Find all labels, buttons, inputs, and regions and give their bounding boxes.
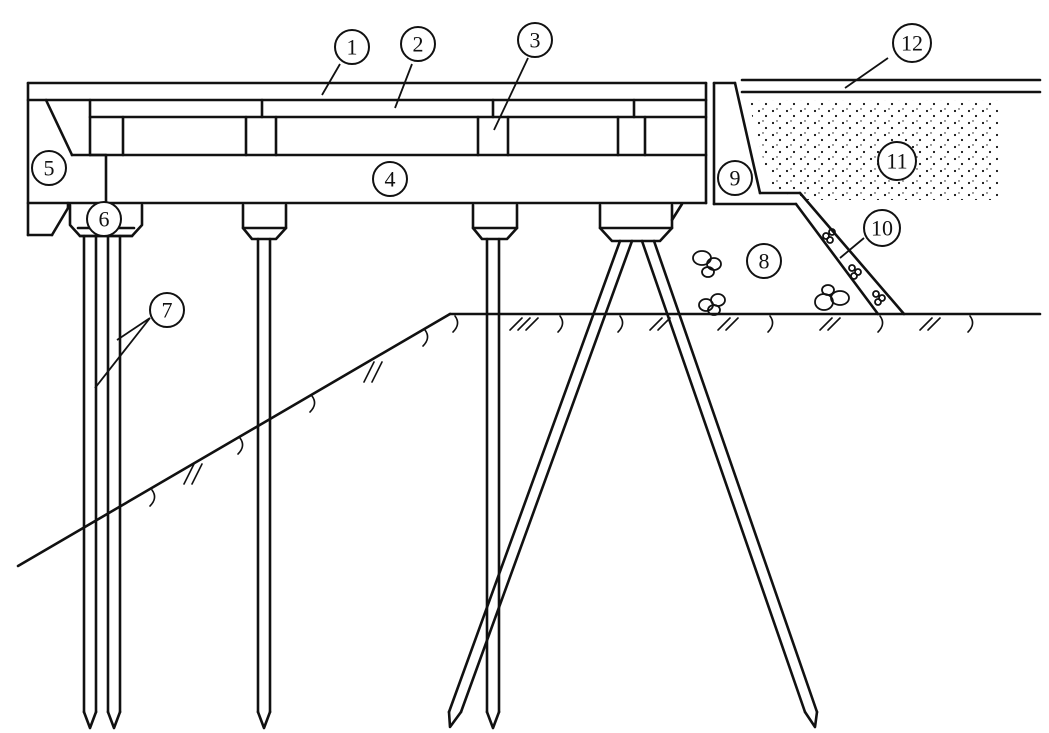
pile-caps [68,203,674,243]
seabed-line [16,312,1042,568]
backfill-ground-surface [740,78,1042,94]
callout-12: 12 [892,23,932,63]
callout-label-2: 2 [413,32,424,57]
callout-1: 1 [334,29,370,65]
callout-label-6: 6 [99,207,110,232]
callout-label-3: 3 [530,28,541,53]
transverse-blocks [88,115,708,157]
callout-label-8: 8 [759,249,770,274]
deck-slab [26,81,708,102]
callout-6: 6 [86,201,122,237]
callout-2: 2 [400,26,436,62]
callout-label-9: 9 [730,166,741,191]
callout-10: 10 [863,209,901,247]
callout-11: 11 [877,141,917,181]
vertical-piles [82,234,501,730]
callout-label-4: 4 [385,167,396,192]
callout-3: 3 [517,22,553,58]
callout-9: 9 [717,160,753,196]
pile-cap-beam [26,81,708,205]
callout-5: 5 [31,150,67,186]
callouts: 1 2 3 4 5 6 7 8 [31,22,932,328]
sand-backfill [748,100,1000,200]
fender-wall [26,81,108,237]
callout-label-11: 11 [886,149,907,174]
longitudinal-beams [88,98,708,157]
callout-label-12: 12 [901,31,923,56]
callout-label-5: 5 [44,156,55,181]
callout-label-10: 10 [871,216,893,241]
callout-label-1: 1 [347,35,358,60]
leader-lines [94,57,889,389]
callout-8: 8 [746,243,782,279]
callout-4: 4 [372,161,408,197]
rubble-mound [670,191,906,316]
seabed-hatching [149,315,974,507]
rubble-stones [692,228,886,316]
callout-7: 7 [149,292,185,328]
callout-label-7: 7 [162,298,173,323]
